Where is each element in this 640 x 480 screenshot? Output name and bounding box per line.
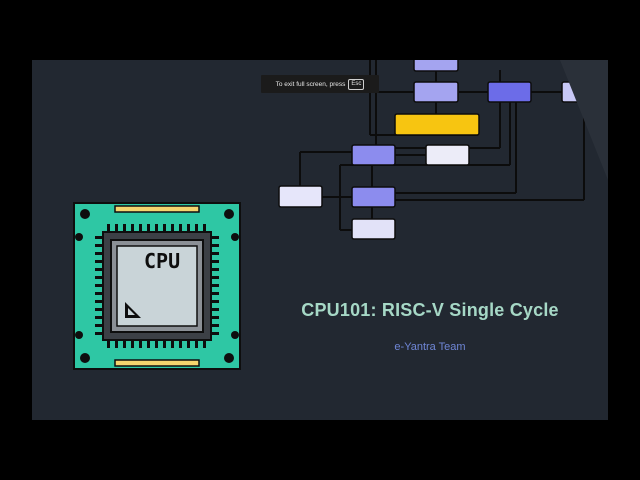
fullscreen-exit-notice: To exit full screen, press Esc: [261, 75, 379, 93]
fullscreen-notice-text: To exit full screen, press: [275, 80, 346, 88]
slide-subtitle: e-Yantra Team: [394, 341, 466, 353]
esc-key-hint: Esc: [348, 78, 365, 90]
datapath-diagram: [278, 60, 608, 240]
slide-title: CPU101: RISC-V Single Cycle: [301, 300, 559, 320]
cpu-chip-label: CPU: [144, 249, 180, 273]
cpu-chip-icon: CPU: [73, 202, 241, 370]
presentation-slide: CPU CPU101: RISC-V Single Cycle e-Yantra…: [32, 60, 608, 420]
